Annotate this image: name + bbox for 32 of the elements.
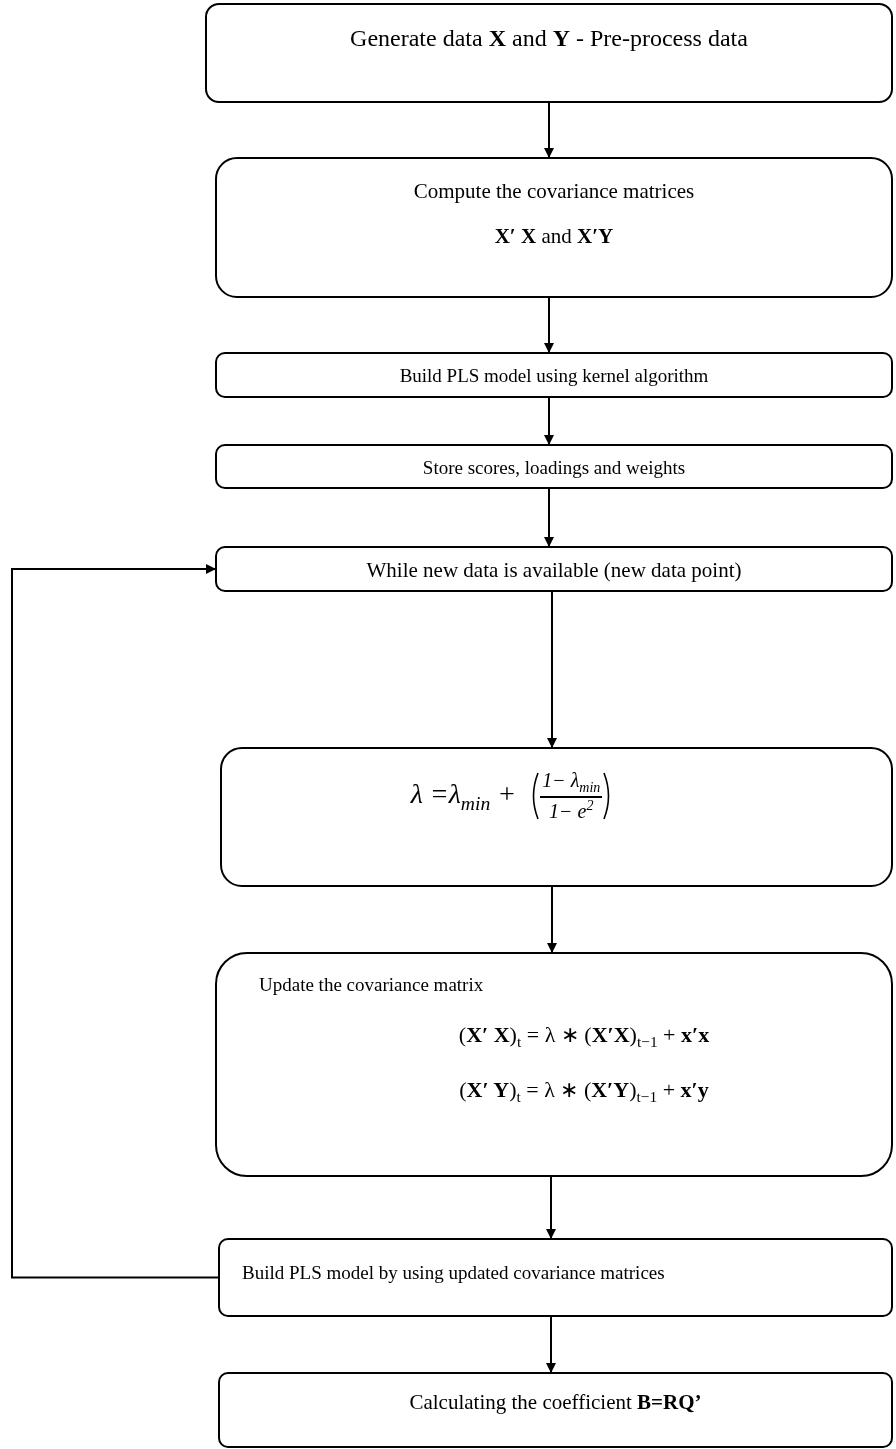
step-text: While new data is available (new data point) xyxy=(366,558,742,583)
process-box xyxy=(220,747,893,887)
step-text: Build PLS model using kernel algorithm xyxy=(399,365,709,387)
arrow xyxy=(11,564,219,1279)
process-box xyxy=(215,546,893,592)
formula-text: X′ X and X′Y xyxy=(494,224,614,249)
arrow xyxy=(544,397,554,445)
arrow xyxy=(546,1316,556,1373)
arrow xyxy=(546,1176,556,1239)
step-text: Update the covariance matrix xyxy=(258,974,485,996)
formula-text: λ =λ$_{min}$ + xyxy=(410,777,517,815)
arrow xyxy=(544,488,554,547)
formula-text: (X′ X)$_{t}$ = λ ∗ (X′X)$_{t−1}$ + x′x xyxy=(457,1022,711,1052)
step-text: Calculating the coefficient B=RQ’ xyxy=(409,1390,702,1415)
fraction-numerator: 1− λ$_{min}$ xyxy=(540,769,603,798)
arrow xyxy=(544,102,554,158)
fraction-denominator: 1− e$^{2}$ xyxy=(549,798,594,823)
step-text: Generate data X and Y - Pre-process data xyxy=(350,25,748,52)
process-box xyxy=(218,1238,893,1317)
process-box xyxy=(215,952,893,1177)
step-text: Store scores, loadings and weights xyxy=(422,457,686,479)
process-box xyxy=(218,1372,893,1448)
arrow xyxy=(544,297,554,353)
process-box xyxy=(215,352,893,398)
process-box xyxy=(205,3,893,103)
process-box xyxy=(215,157,893,298)
arrow xyxy=(547,886,557,953)
arrow xyxy=(547,591,557,748)
step-text: Compute the covariance matrices xyxy=(413,179,695,204)
process-box xyxy=(215,444,893,489)
formula-text: (X′ Y)$_{t}$ = λ ∗ (X′Y)$_{t−1}$ + x′y xyxy=(458,1077,710,1107)
step-text: Build PLS model by using updated covariance matrices xyxy=(241,1262,666,1284)
